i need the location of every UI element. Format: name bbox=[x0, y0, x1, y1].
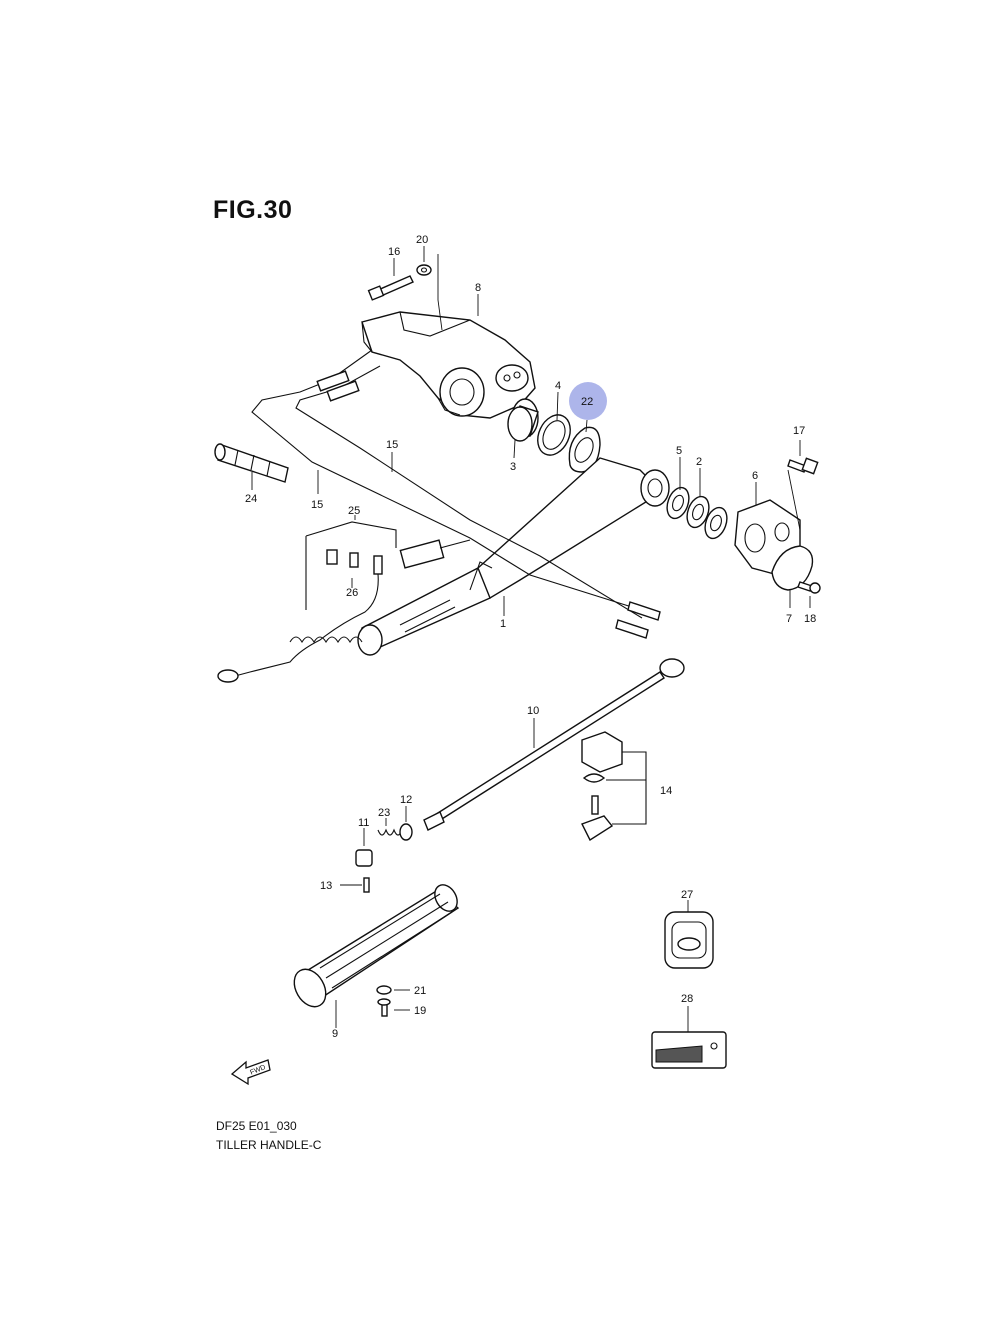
part-19-screw bbox=[377, 998, 391, 1017]
part-4-washer bbox=[537, 414, 571, 456]
stop-switch-icon bbox=[677, 937, 701, 951]
part-2-washer bbox=[686, 495, 728, 540]
part-16-bolt bbox=[367, 275, 414, 301]
callout-10: 10 bbox=[527, 705, 539, 717]
callout-8: 8 bbox=[475, 282, 481, 294]
callout-19: 19 bbox=[414, 1005, 426, 1017]
callout-14: 14 bbox=[660, 785, 672, 797]
fwd-arrow-icon: FWD bbox=[230, 1059, 271, 1086]
part-27-switch-cover bbox=[664, 911, 714, 969]
part-26-lanyard-cord bbox=[217, 573, 379, 683]
callout-26: 26 bbox=[346, 587, 358, 599]
callout-28: 28 bbox=[681, 993, 693, 1005]
part-17-bolt bbox=[787, 457, 819, 475]
callout-20: 20 bbox=[416, 234, 428, 246]
callout-15-upper: 15 bbox=[386, 439, 398, 451]
part-18-bolt bbox=[797, 581, 821, 594]
callout-3: 3 bbox=[510, 461, 516, 473]
callout-13: 13 bbox=[320, 880, 332, 892]
part-22-seal-ring bbox=[568, 426, 601, 473]
callout-16: 16 bbox=[388, 246, 400, 258]
callout-23: 23 bbox=[378, 807, 390, 819]
part-28-label-plate bbox=[651, 1031, 727, 1069]
callout-2: 2 bbox=[696, 456, 702, 468]
callout-11: 11 bbox=[358, 817, 369, 829]
figure-name: TILLER HANDLE-C bbox=[216, 1138, 322, 1152]
callout-6: 6 bbox=[752, 470, 758, 482]
part-9-twist-grip bbox=[293, 884, 460, 1008]
callout-18: 18 bbox=[804, 613, 816, 625]
callout-25: 25 bbox=[348, 505, 360, 517]
part-12-collar bbox=[399, 823, 413, 841]
callout-9: 9 bbox=[332, 1028, 338, 1040]
part-14-clamp-set bbox=[581, 731, 647, 842]
callout-17: 17 bbox=[793, 425, 805, 437]
callout-21: 21 bbox=[414, 985, 426, 997]
callout-labels: 1 2 3 4 5 6 7 8 9 10 11 12 13 14 15 15 1… bbox=[245, 234, 816, 1040]
part-24-grip-sleeve bbox=[214, 443, 289, 483]
part-20-washer bbox=[416, 264, 432, 276]
part-7-cover bbox=[771, 545, 814, 591]
part-5-washer bbox=[666, 486, 690, 520]
callout-4: 4 bbox=[555, 380, 561, 392]
callout-22: 22 bbox=[581, 396, 593, 408]
callout-7: 7 bbox=[786, 613, 792, 625]
part-10-control-rod bbox=[423, 658, 685, 831]
part-15-throttle-cables bbox=[251, 349, 661, 639]
highlight-circle-22 bbox=[569, 382, 607, 420]
callout-1: 1 bbox=[500, 618, 506, 630]
part-8-bracket bbox=[361, 311, 536, 419]
callout-12: 12 bbox=[400, 794, 412, 806]
callout-15-lower: 15 bbox=[311, 499, 323, 511]
part-3-bushing bbox=[507, 398, 539, 442]
part-23-spring bbox=[377, 828, 403, 836]
figure-code: DF25 E01_030 bbox=[216, 1119, 297, 1133]
callout-5: 5 bbox=[676, 445, 682, 457]
callout-27: 27 bbox=[681, 889, 693, 901]
part-1-tiller-arm bbox=[357, 457, 670, 656]
throttle-label-icon bbox=[655, 1045, 703, 1063]
callout-24: 24 bbox=[245, 493, 257, 505]
figure-title: FIG.30 bbox=[213, 196, 293, 224]
part-21-washer bbox=[376, 985, 392, 995]
part-13-pin bbox=[363, 877, 370, 893]
part-11-nut bbox=[355, 849, 373, 867]
